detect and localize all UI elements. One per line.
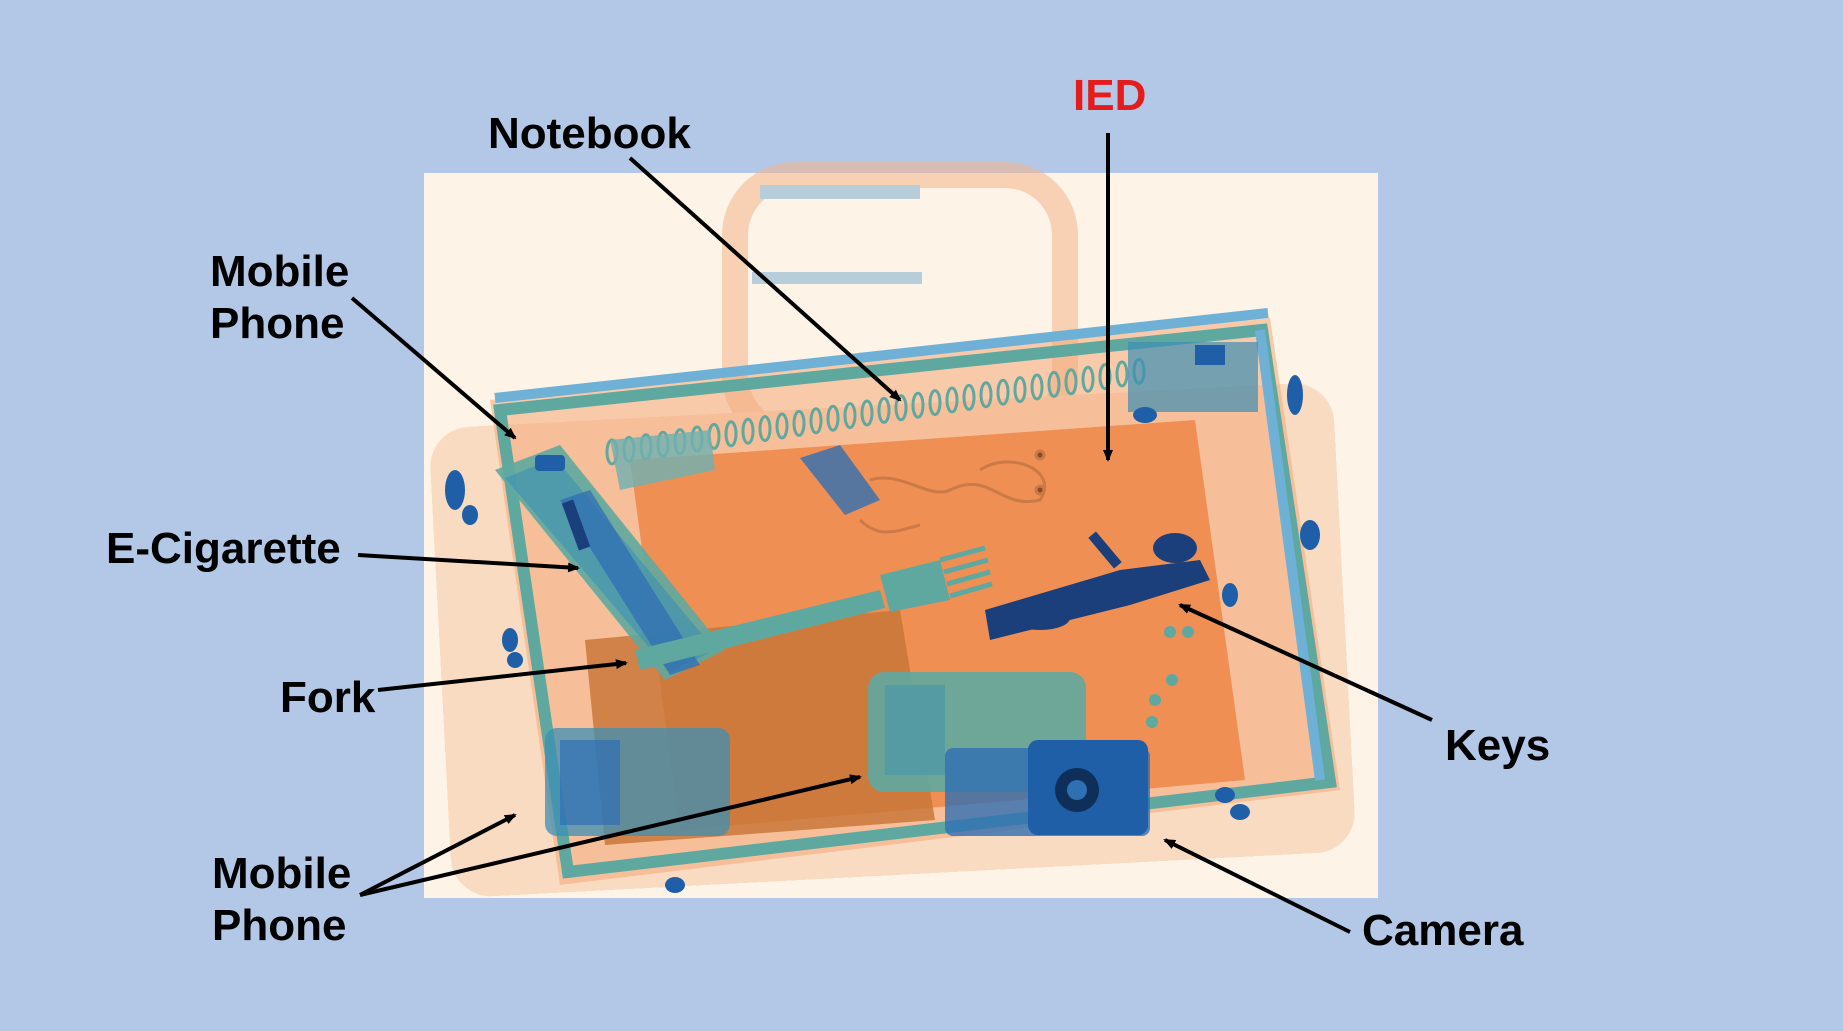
spiral-coil	[843, 402, 857, 430]
arrow-mobile-phone-bottom-2	[359, 774, 862, 897]
spiral-coil	[741, 417, 755, 445]
battery-object	[800, 445, 880, 515]
arrow-keys	[1178, 603, 1433, 722]
e-cigarette-object	[560, 490, 700, 675]
spiral-coil	[809, 407, 823, 435]
spiral-coil	[826, 404, 840, 432]
arrow-notebook	[628, 156, 902, 402]
ied-circuit-board	[1128, 342, 1258, 423]
label-notebook: Notebook	[488, 109, 691, 158]
spiral-coil	[996, 378, 1010, 406]
spiral-coil	[877, 396, 891, 424]
label-mobile-phone-top-line1: Mobile	[210, 247, 350, 296]
label-keys: Keys	[1445, 721, 1551, 770]
spiral-coil	[724, 420, 738, 448]
label-mobile-phone-bottom-line1: Mobile	[212, 849, 352, 898]
label-ied: IED	[1073, 71, 1147, 120]
spiral-coil	[758, 415, 772, 443]
arrow-fork	[377, 659, 628, 692]
annotation-arrows	[350, 133, 1433, 934]
arrow-mobile-phone-bottom-1	[359, 813, 517, 897]
arrow-mobile-phone-top	[350, 296, 517, 440]
arrow-e-cigarette	[357, 553, 580, 573]
label-mobile-phone-bottom: Mobile Phone	[212, 848, 351, 952]
spiral-coil	[775, 412, 789, 440]
ied-device	[858, 449, 1047, 534]
fork-object	[635, 545, 993, 670]
spiral-coil	[945, 386, 959, 414]
buttons	[1146, 626, 1194, 728]
spiral-coil	[792, 409, 806, 437]
label-mobile-phone-bottom-line2: Phone	[212, 901, 347, 950]
spiral-coil	[1064, 368, 1078, 396]
label-camera: Camera	[1362, 906, 1524, 955]
spiral-coil	[860, 399, 874, 427]
label-fork: Fork	[280, 673, 376, 722]
spiral-coil	[928, 389, 942, 417]
mobile-phone-bottom-left-object	[545, 728, 730, 836]
label-mobile-phone-top: Mobile Phone	[210, 246, 349, 350]
label-e-cigarette: E-Cigarette	[106, 524, 341, 573]
spiral-coil	[1030, 373, 1044, 401]
spiral-coil	[911, 391, 925, 419]
spiral-coil	[1013, 376, 1027, 404]
spiral-coil	[1115, 360, 1129, 388]
arrow-camera	[1163, 838, 1351, 934]
label-mobile-phone-top-line2: Phone	[210, 299, 345, 348]
spiral-coil	[1081, 365, 1095, 393]
spiral-coil	[1047, 370, 1061, 398]
keys-object	[985, 531, 1210, 640]
spiral-coil	[962, 383, 976, 411]
camera-object	[945, 740, 1150, 836]
bag-clips	[445, 375, 1320, 893]
spiral-coil	[979, 381, 993, 409]
